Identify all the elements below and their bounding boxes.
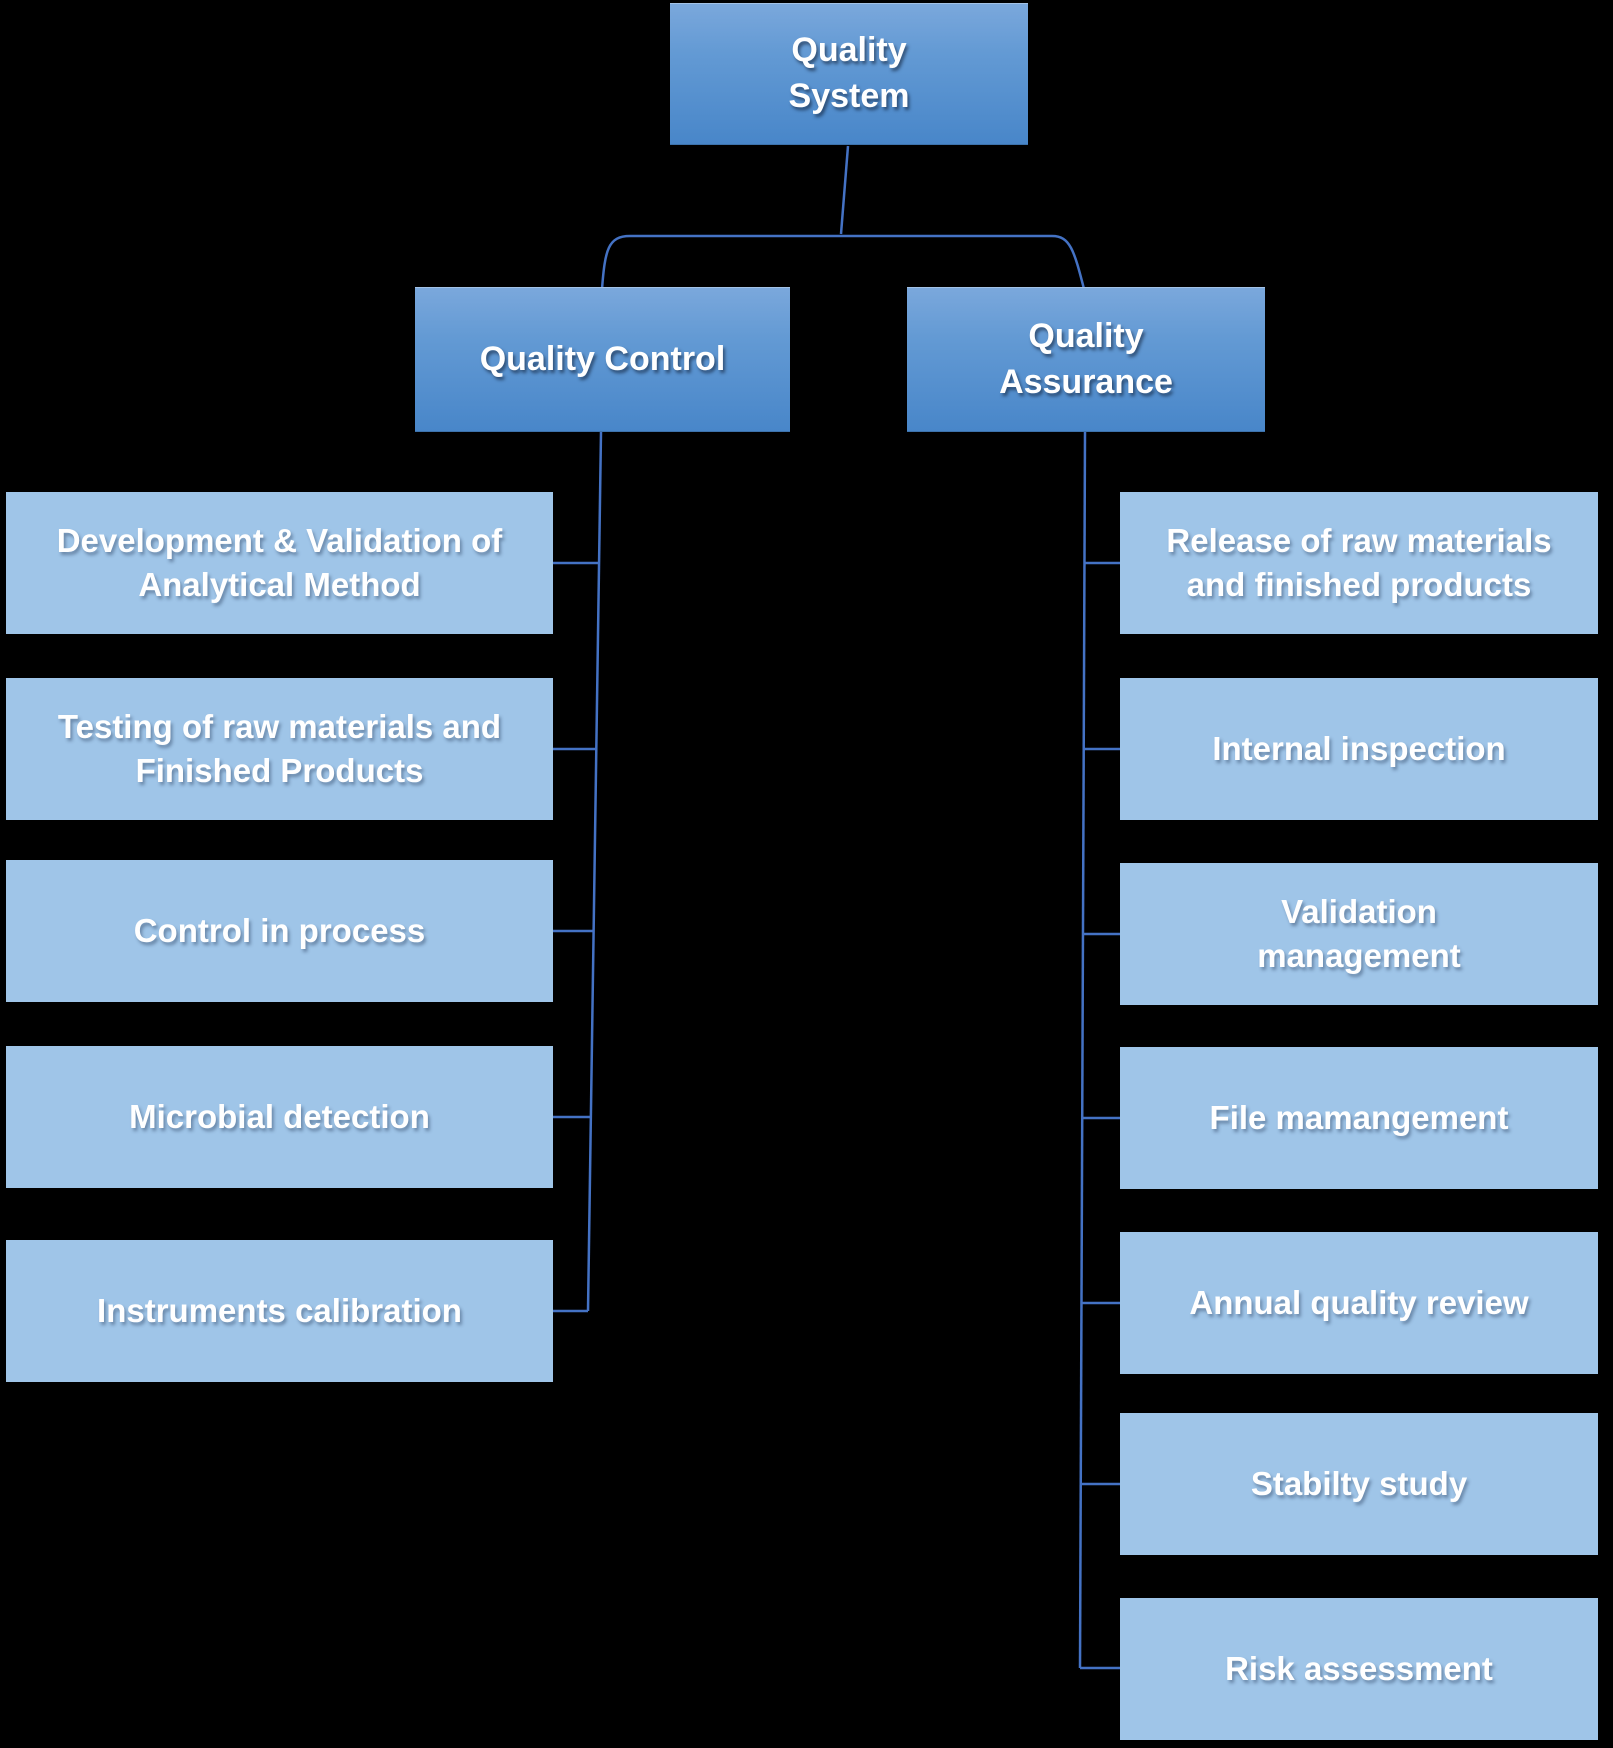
left-spine-line — [586, 431, 603, 1312]
leaf-node-testing-raw-materials: Testing of raw materials and Finished Pr… — [6, 678, 553, 820]
leaf-node-annual-quality-review: Annual quality review — [1120, 1232, 1598, 1374]
leaf-node-validation-management: Validation management — [1120, 863, 1598, 1005]
leaf-node-label: Internal inspection — [1212, 730, 1506, 768]
root-node-label: Quality System — [788, 31, 910, 115]
leaf-node-stability-study: Stabilty study — [1120, 1413, 1598, 1555]
leaf-node-label: Validation management — [1257, 893, 1461, 974]
branch-node-quality-control: Quality Control — [415, 287, 790, 432]
root-stem-line — [839, 145, 850, 235]
branch-node-quality-assurance: Quality Assurance — [907, 287, 1265, 432]
branch-node-label: Quality Control — [479, 339, 726, 378]
leaf-node-label: Microbial detection — [129, 1098, 430, 1136]
leaf-node-development-validation: Development & Validation of Analytical M… — [6, 492, 553, 634]
leaf-node-risk-assessment: Risk assessment — [1120, 1598, 1598, 1740]
leaf-node-internal-inspection: Internal inspection — [1120, 678, 1598, 820]
leaf-node-file-management: File mamangement — [1120, 1047, 1598, 1189]
root-node-quality-system: Quality System — [670, 3, 1028, 145]
leaf-node-label: File mamangement — [1209, 1099, 1509, 1137]
leaf-node-control-in-process: Control in process — [6, 860, 553, 1002]
leaf-node-instruments-calibration: Instruments calibration — [6, 1240, 553, 1382]
leaf-node-label: Stabilty study — [1250, 1465, 1468, 1503]
leaf-node-label: Release of raw materials and finished pr… — [1166, 522, 1552, 603]
leaf-node-label: Development & Validation of Analytical M… — [56, 522, 503, 603]
leaf-node-label: Risk assessment — [1225, 1650, 1493, 1688]
leaf-node-release-raw-materials: Release of raw materials and finished pr… — [1120, 492, 1598, 634]
leaf-node-label: Testing of raw materials and Finished Pr… — [57, 708, 502, 789]
leaf-node-label: Annual quality review — [1189, 1284, 1529, 1322]
right-spine-line — [1078, 431, 1087, 1669]
branch-node-label: Quality Assurance — [999, 316, 1173, 401]
leaf-node-label: Instruments calibration — [97, 1292, 462, 1330]
leaf-node-label: Control in process — [133, 912, 426, 950]
branch-bracket-line — [600, 234, 1086, 290]
leaf-node-microbial-detection: Microbial detection — [6, 1046, 553, 1188]
